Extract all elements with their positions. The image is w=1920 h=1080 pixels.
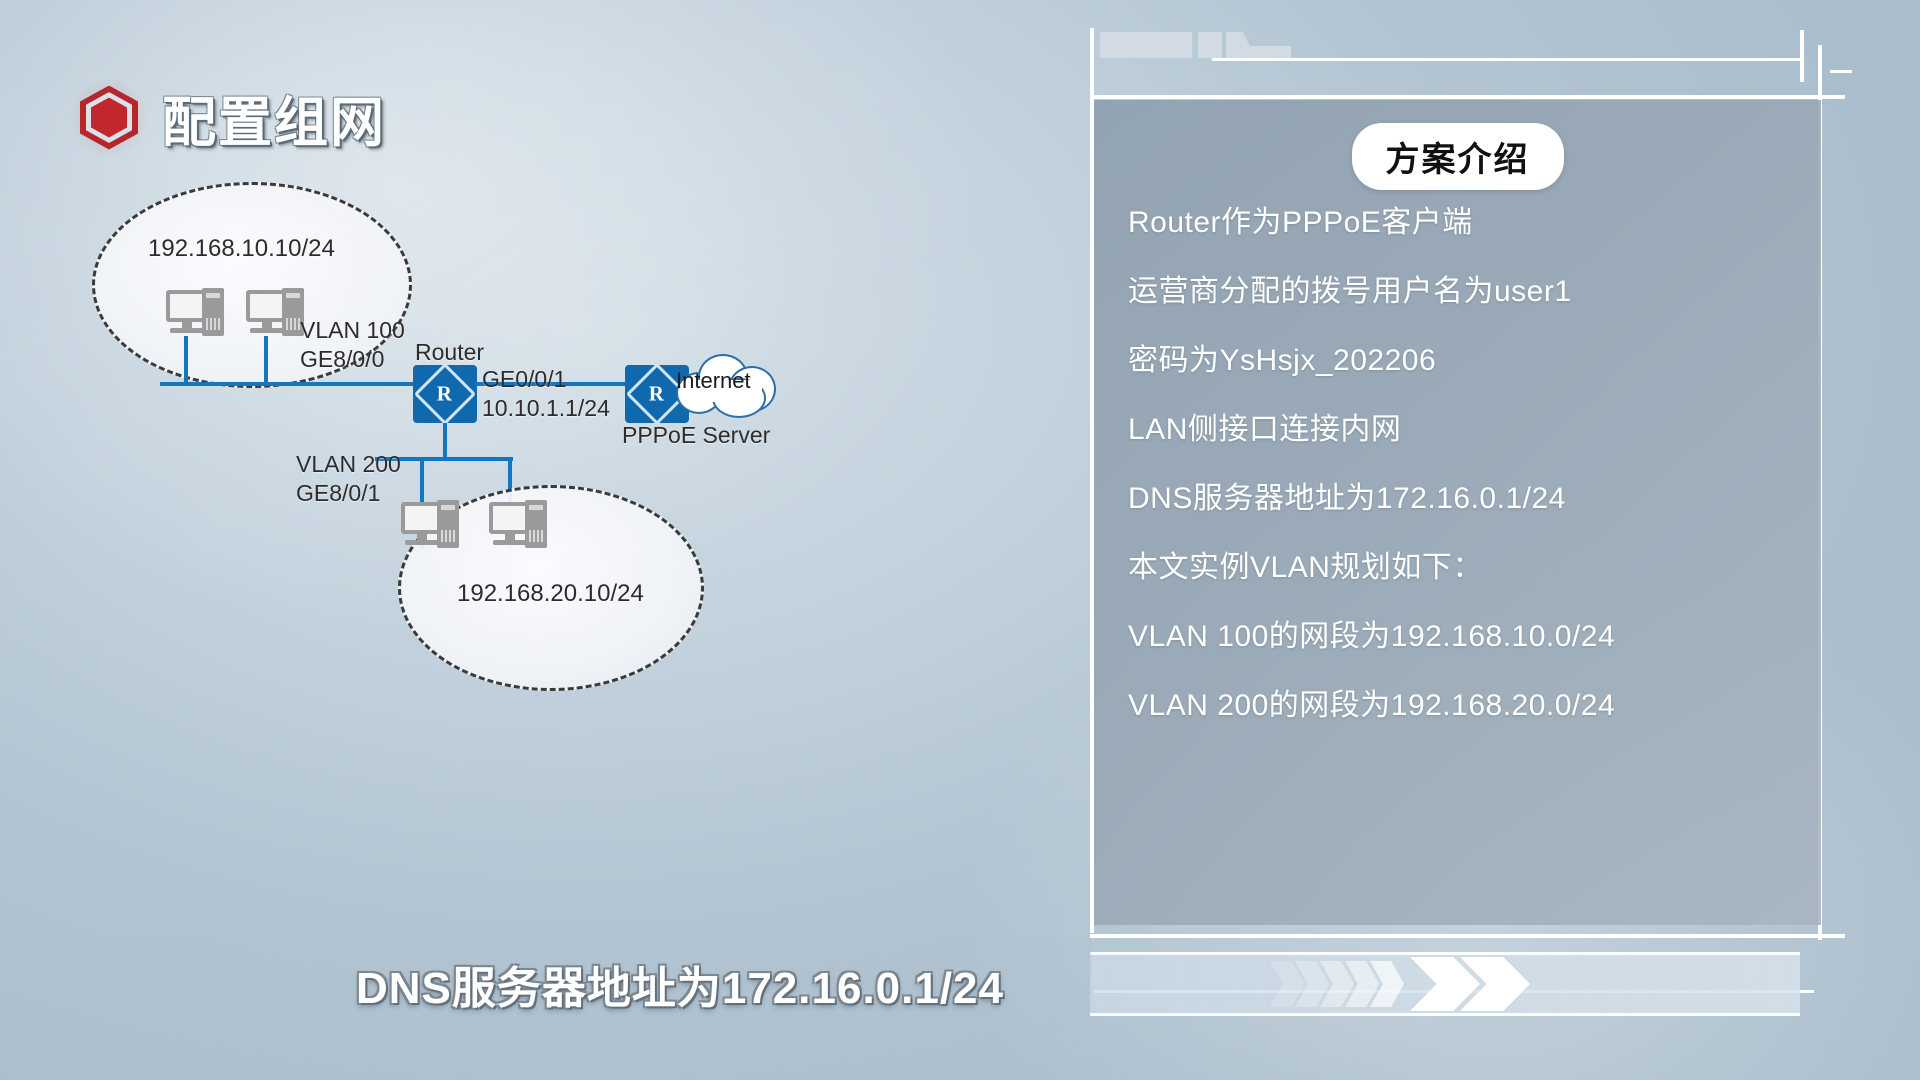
wan-address: 10.10.1.1/24 bbox=[482, 395, 610, 422]
red-hexagon-icon bbox=[66, 72, 152, 163]
router-icon[interactable]: R bbox=[413, 362, 477, 426]
link-bus-bottom bbox=[375, 457, 513, 461]
vlan200-zone-ellipse bbox=[398, 485, 704, 691]
frame-line-right-short bbox=[1800, 30, 1804, 82]
frame-line-top bbox=[1090, 95, 1845, 99]
panel-heading: 方案介绍 bbox=[1351, 123, 1564, 190]
pc-icon bbox=[401, 500, 463, 552]
panel-line: LAN侧接口连接内网 bbox=[1128, 413, 1402, 446]
frame-line-bottom bbox=[1090, 934, 1845, 938]
pppoe-glyph: R bbox=[649, 381, 665, 406]
panel-line: 运营商分配的拨号用户名为user1 bbox=[1128, 275, 1572, 308]
wan-link-label: GE0/0/1 10.10.1.1/24 bbox=[482, 365, 610, 424]
link-wire bbox=[443, 423, 447, 459]
decoration-block bbox=[1249, 46, 1291, 58]
vlan200-port: GE8/0/1 bbox=[296, 480, 381, 507]
vlan100-ip-label: 192.168.10.10/24 bbox=[148, 235, 335, 262]
link-wire bbox=[264, 336, 268, 384]
panel-line: Router作为PPPoE客户端 bbox=[1128, 206, 1473, 239]
link-wire bbox=[184, 336, 188, 384]
panel-line: 密码为YsHsjx_202206 bbox=[1128, 344, 1437, 377]
link-bus-top bbox=[160, 382, 452, 386]
decoration-arrow-ribbon bbox=[1090, 952, 1800, 1016]
frame-line-top-inner bbox=[1212, 58, 1802, 61]
vlan200-name: VLAN 200 bbox=[296, 451, 401, 477]
vlan100-name: VLAN 100 bbox=[300, 317, 405, 343]
vlan100-interface-label: VLAN 100 GE8/0/0 bbox=[300, 316, 405, 375]
wan-link-wire bbox=[475, 382, 628, 386]
frame-line-left bbox=[1090, 28, 1094, 933]
page-title: 配置组网 bbox=[162, 93, 386, 153]
panel-line: 本文实例VLAN规划如下： bbox=[1128, 551, 1483, 584]
vlan100-port: GE8/0/0 bbox=[300, 346, 385, 373]
wan-interface: GE0/0/1 bbox=[482, 366, 567, 392]
pc-icon bbox=[166, 288, 228, 340]
decoration-block bbox=[1226, 32, 1250, 58]
network-diagram: 192.168.10.10/24 VLAN 100 GE8/0/0 Router… bbox=[0, 140, 1090, 860]
cloud-icon bbox=[672, 350, 784, 418]
router-glyph: R bbox=[437, 381, 453, 406]
internet-label: Internet bbox=[676, 368, 751, 393]
router-name-label: Router bbox=[415, 339, 485, 365]
info-panel: 方案介绍 Router作为PPPoE客户端 运营商分配的拨号用户名为user1 … bbox=[1094, 100, 1821, 925]
pppoe-server-label: PPPoE Server bbox=[622, 422, 771, 448]
panel-line: DNS服务器地址为172.16.0.1/24 bbox=[1128, 482, 1566, 515]
vlan200-ip-label: 192.168.20.10/24 bbox=[457, 580, 644, 607]
pc-icon bbox=[489, 500, 551, 552]
panel-line: VLAN 200的网段为192.168.20.0/24 bbox=[1128, 689, 1616, 722]
subtitle-band bbox=[0, 938, 1092, 1036]
panel-line: VLAN 100的网段为192.168.10.0/24 bbox=[1128, 620, 1616, 653]
decoration-block bbox=[1198, 32, 1222, 58]
vlan200-interface-label: VLAN 200 GE8/0/1 bbox=[296, 450, 401, 509]
panel-line-list: Router作为PPPoE客户端 运营商分配的拨号用户名为user1 密码为Ys… bbox=[1128, 208, 1803, 760]
page-title-block: 配置组网 bbox=[66, 72, 386, 163]
decoration-tick bbox=[1830, 70, 1852, 73]
subtitle-caption: DNS服务器地址为172.16.0.1/24 bbox=[355, 964, 1005, 1013]
vlan100-zone-ellipse bbox=[92, 182, 412, 388]
pc-icon bbox=[246, 288, 308, 340]
decoration-block bbox=[1100, 32, 1192, 58]
